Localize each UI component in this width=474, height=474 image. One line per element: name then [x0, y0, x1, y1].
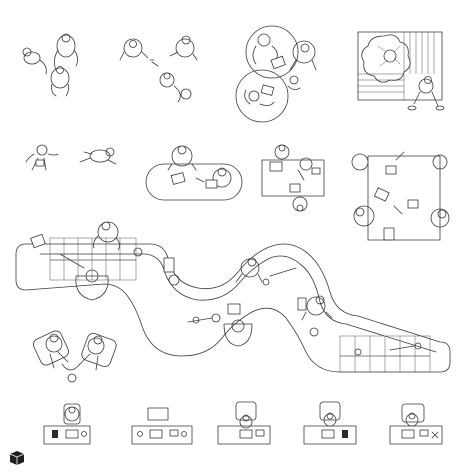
potted-plant	[361, 34, 411, 83]
armchair-conversation-group	[33, 330, 117, 383]
workstation-3	[217, 401, 271, 445]
square-desk-meeting-group	[261, 144, 325, 212]
lounge-couple-group	[22, 33, 78, 97]
round-tables-laptops-group	[235, 25, 317, 123]
reading-floor-group	[25, 144, 117, 171]
oval-table-pair-group	[145, 145, 243, 201]
standing-chat-group	[119, 35, 198, 103]
wooden-deck-plant-group	[357, 31, 445, 111]
workstation-1	[43, 403, 91, 445]
workstation-5	[389, 403, 443, 445]
workstation-2	[131, 407, 193, 445]
serpentine-desk-group	[15, 221, 451, 373]
desk-panel-grid-left	[49, 237, 137, 281]
desk-panel-grid-right	[339, 335, 431, 373]
deck-boards-vertical	[409, 32, 435, 74]
workstation-4	[303, 401, 357, 445]
cube-logo-icon	[8, 450, 26, 466]
long-table-group	[351, 151, 450, 241]
